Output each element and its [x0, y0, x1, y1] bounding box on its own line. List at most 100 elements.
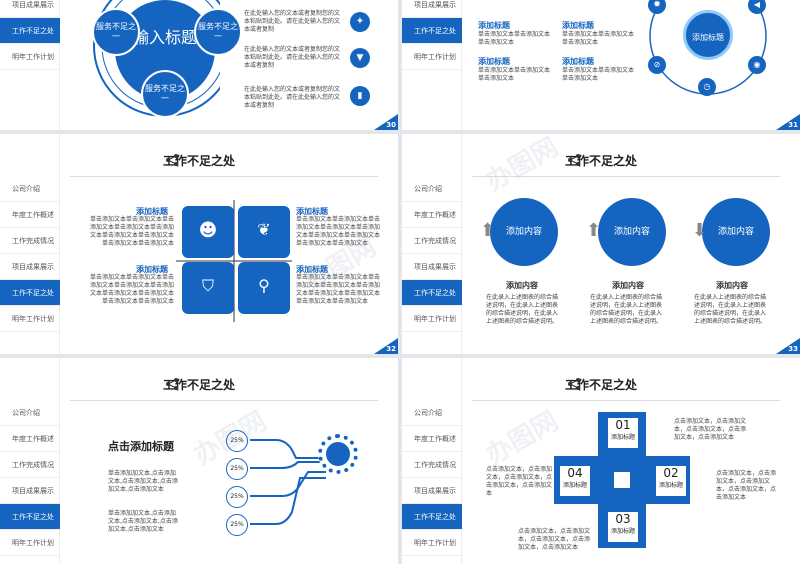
sidebar-item-active[interactable]: 工作不足之处: [402, 280, 462, 306]
page-number: 32: [386, 345, 396, 353]
slide-35[interactable]: 公司介绍 年度工作概述 工作完成情况 项目成果展示 工作不足之处 明年工作计划 …: [402, 358, 800, 564]
section-text: 单击添加加文本,点击添加文本,点击添加文本,点击添加文本,点击添加文本: [108, 510, 178, 533]
arrow-up-icon: ⬆: [480, 220, 496, 241]
sidebar-item-active[interactable]: 工作不足之处: [0, 504, 60, 530]
sidebar-item[interactable]: 项目成果展示: [402, 478, 462, 504]
section-heading: 点击添加标题: [108, 440, 174, 453]
sidebar-item[interactable]: 明年工作计划: [0, 44, 60, 70]
card-title: 添加标题: [478, 21, 510, 30]
slide-31[interactable]: 公司介绍 年度工作概述 工作完成情况 项目成果展示 工作不足之处 明年工作计划 …: [402, 0, 800, 130]
user-tile[interactable]: [182, 206, 234, 258]
title-divider: [70, 400, 378, 401]
text-tr: 单击添加文本单击添加文本单击添加文本单击添加文本单击添加文本单击添加文本单击添加…: [296, 216, 381, 247]
text-block: 在此处输入您的文本或者复制您的文本粘贴到此处。请在此处输入您的文本或者复制: [244, 86, 341, 109]
page-number: 30: [386, 121, 396, 129]
user-icon: ☻: [198, 220, 218, 241]
title-text: 工作不足之处: [162, 154, 235, 168]
sidebar-item[interactable]: 明年工作计划: [402, 44, 462, 70]
sidebar-item[interactable]: 明年工作计划: [0, 306, 60, 332]
sidebar-item-active[interactable]: 工作不足之处: [0, 18, 60, 44]
sidebar: 公司介绍 年度工作概述 工作完成情况 项目成果展示 工作不足之处 明年工作计划: [0, 0, 60, 130]
text-02: 点击添加文本，点击添加文本，点击添加文本，点击添加文本，点击添加文本: [716, 470, 777, 501]
magnifier-icon: ⚲: [258, 276, 270, 295]
share-icon: [166, 378, 178, 390]
shield-tile[interactable]: [182, 262, 234, 314]
sidebar-item[interactable]: 公司介绍: [0, 176, 60, 202]
sidebar-item[interactable]: 项目成果展示: [402, 254, 462, 280]
eye-icon: ◉: [748, 56, 766, 74]
sidebar-item[interactable]: 工作完成情况: [0, 228, 60, 254]
sidebar: 公司介绍 年度工作概述 工作完成情况 项目成果展示 工作不足之处 明年工作计划: [0, 358, 60, 564]
bulb-icon: ✦: [350, 12, 370, 32]
funnel-icon: ▼: [350, 48, 370, 68]
step-number: 04: [567, 466, 583, 480]
sidebar-item-active[interactable]: 工作不足之处: [402, 504, 462, 530]
page-corner: [374, 114, 398, 130]
label-tl: 添加标题: [136, 207, 168, 216]
hub-center: 添加标题: [683, 10, 733, 60]
gear-core: [326, 442, 350, 466]
sidebar-item[interactable]: 年度工作概述: [402, 202, 462, 228]
node-left: 服务不足之一: [92, 8, 140, 56]
item-head: 添加内容: [506, 281, 538, 290]
step-number: 03: [615, 512, 631, 526]
card-title: 添加标题: [562, 57, 594, 66]
slide-33[interactable]: 公司介绍 年度工作概述 工作完成情况 项目成果展示 工作不足之处 明年工作计划 …: [402, 134, 800, 354]
item-head: 添加内容: [612, 281, 644, 290]
sidebar-item[interactable]: 公司介绍: [0, 400, 60, 426]
step-04[interactable]: 04 添加标题: [560, 466, 590, 496]
sidebar-item[interactable]: 明年工作计划: [0, 530, 60, 556]
sidebar-item[interactable]: 年度工作概述: [0, 202, 60, 228]
slide-30[interactable]: 公司介绍 年度工作概述 工作完成情况 项目成果展示 工作不足之处 明年工作计划 …: [0, 0, 398, 130]
item-text: 在此录入上述图表的综合描述说明，在此录入上述图表的综合描述说明，在此录入上述图表…: [590, 294, 663, 325]
step-02[interactable]: 02 添加标题: [656, 466, 686, 496]
card-title: 添加标题: [562, 21, 594, 30]
content-circle: 添加内容: [598, 198, 666, 266]
sidebar-item[interactable]: 公司介绍: [402, 400, 462, 426]
share-icon: [166, 154, 178, 166]
content-circle: 添加内容: [490, 198, 558, 266]
sidebar-item[interactable]: 项目成果展示: [0, 478, 60, 504]
search-tile[interactable]: [238, 262, 290, 314]
page-number: 31: [788, 121, 798, 129]
tag-icon: ▮: [350, 86, 370, 106]
quadrant-axes: [176, 200, 292, 322]
step-03[interactable]: 03 添加标题: [608, 512, 638, 542]
text-tl: 单击添加文本单击添加文本单击添加文本单击添加文本单击添加文本单击添加文本单击添加…: [89, 216, 174, 247]
sidebar-item[interactable]: 年度工作概述: [0, 426, 60, 452]
sidebar-item-active[interactable]: 工作不足之处: [0, 280, 60, 306]
card: 添加标题 单击添加文本单击添加文本单击添加文本: [478, 20, 550, 47]
sidebar-item[interactable]: 工作完成情况: [0, 452, 60, 478]
sidebar: 公司介绍 年度工作概述 工作完成情况 项目成果展示 工作不足之处 明年工作计划: [0, 134, 60, 354]
text-03: 点击添加文本，点击添加文本，点击添加文本，点击添加文本，点击添加文本: [518, 528, 591, 551]
sidebar-item[interactable]: 项目成果展示: [0, 0, 60, 18]
leaf-tile[interactable]: [238, 206, 290, 258]
shield-icon: ⛉: [201, 276, 214, 295]
slide-34[interactable]: 公司介绍 年度工作概述 工作完成情况 项目成果展示 工作不足之处 明年工作计划 …: [0, 358, 398, 564]
sidebar-item[interactable]: 年度工作概述: [402, 426, 462, 452]
sidebar-item[interactable]: 公司介绍: [402, 176, 462, 202]
sidebar-item[interactable]: 项目成果展示: [0, 254, 60, 280]
item-text: 在此录入上述图表的综合描述说明，在此录入上述图表的综合描述说明，在此录入上述图表…: [694, 294, 767, 325]
sidebar-item[interactable]: 工作完成情况: [402, 228, 462, 254]
text-block: 在此处输入您的文本或者复制您的文本粘贴到此处。请在此处输入您的文本或者复制: [244, 46, 341, 69]
sidebar-item[interactable]: 项目成果展示: [402, 0, 462, 18]
page-corner: [776, 114, 800, 130]
connector-lines: [250, 439, 326, 525]
arrow-down-icon: ⬇: [692, 220, 708, 241]
sidebar-item[interactable]: 明年工作计划: [402, 306, 462, 332]
step-01[interactable]: 01 添加标题: [608, 418, 638, 448]
slide-32[interactable]: 公司介绍 年度工作概述 工作完成情况 项目成果展示 工作不足之处 明年工作计划 …: [0, 134, 398, 354]
card-title: 添加标题: [478, 57, 510, 66]
sidebar-item[interactable]: 明年工作计划: [402, 530, 462, 556]
title-divider: [70, 176, 378, 177]
label-tr: 添加标题: [296, 207, 328, 216]
arrow-up-icon: ⬆: [586, 220, 602, 241]
sidebar-item-active[interactable]: 工作不足之处: [402, 18, 462, 44]
percent-badge: 25%: [226, 514, 248, 536]
slide-title: 工作不足之处: [402, 152, 800, 169]
megaphone-icon: ◀: [748, 0, 766, 14]
sidebar-item[interactable]: 工作完成情况: [402, 452, 462, 478]
card-text: 单击添加文本单击添加文本单击添加文本: [478, 31, 551, 46]
text-block: 在此处输入您的文本或者复制您的文本粘贴到此处。请在此处输入您的文本或者复制: [244, 10, 341, 33]
